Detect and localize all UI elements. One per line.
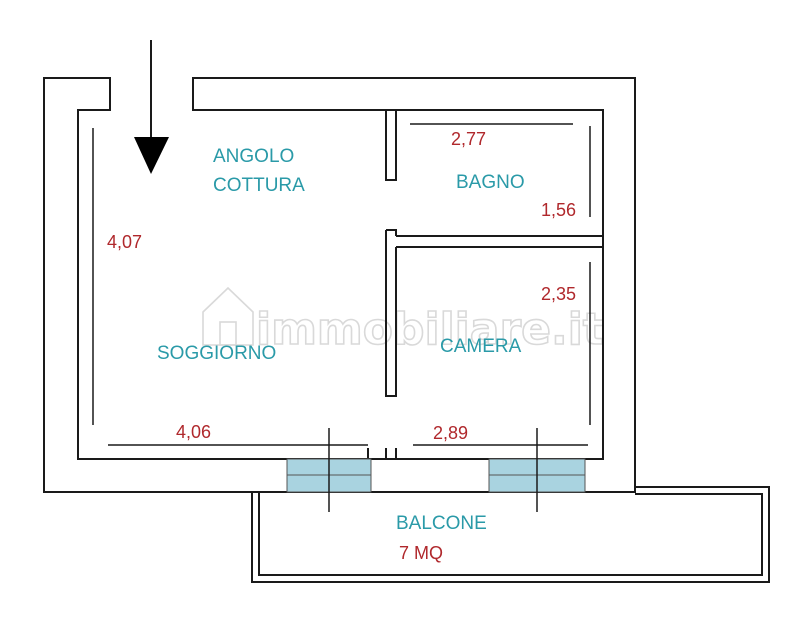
dim-bagno-width: 2,77 [451,129,486,149]
label-balcone-area: 7 MQ [399,543,443,563]
dim-soggiorno-height: 4,07 [107,232,142,252]
label-balcone: BALCONE [396,513,487,534]
label-camera: CAMERA [440,336,522,357]
dim-soggiorno-width: 4,06 [176,422,211,442]
dim-camera-width: 2,89 [433,423,468,443]
label-angolo-cottura-line2: COTTURA [213,175,305,196]
watermark-house-icon [202,286,254,346]
outer-walls [43,77,636,493]
entrance-arrow-icon [134,40,169,174]
dim-bagno-height: 1,56 [541,200,576,220]
dimension-lines [92,123,591,446]
balcony-door-left [286,428,372,512]
watermark: immobiliare.it [202,286,605,356]
label-bagno: BAGNO [456,172,525,193]
interior-walls [367,110,603,459]
balcony [251,486,770,583]
label-angolo-cottura-line1: ANGOLO [213,146,294,167]
label-soggiorno: SOGGIORNO [157,343,276,364]
dim-camera-height: 2,35 [541,284,576,304]
balcony-door-right [488,428,586,512]
watermark-text: immobiliare.it [256,304,604,355]
